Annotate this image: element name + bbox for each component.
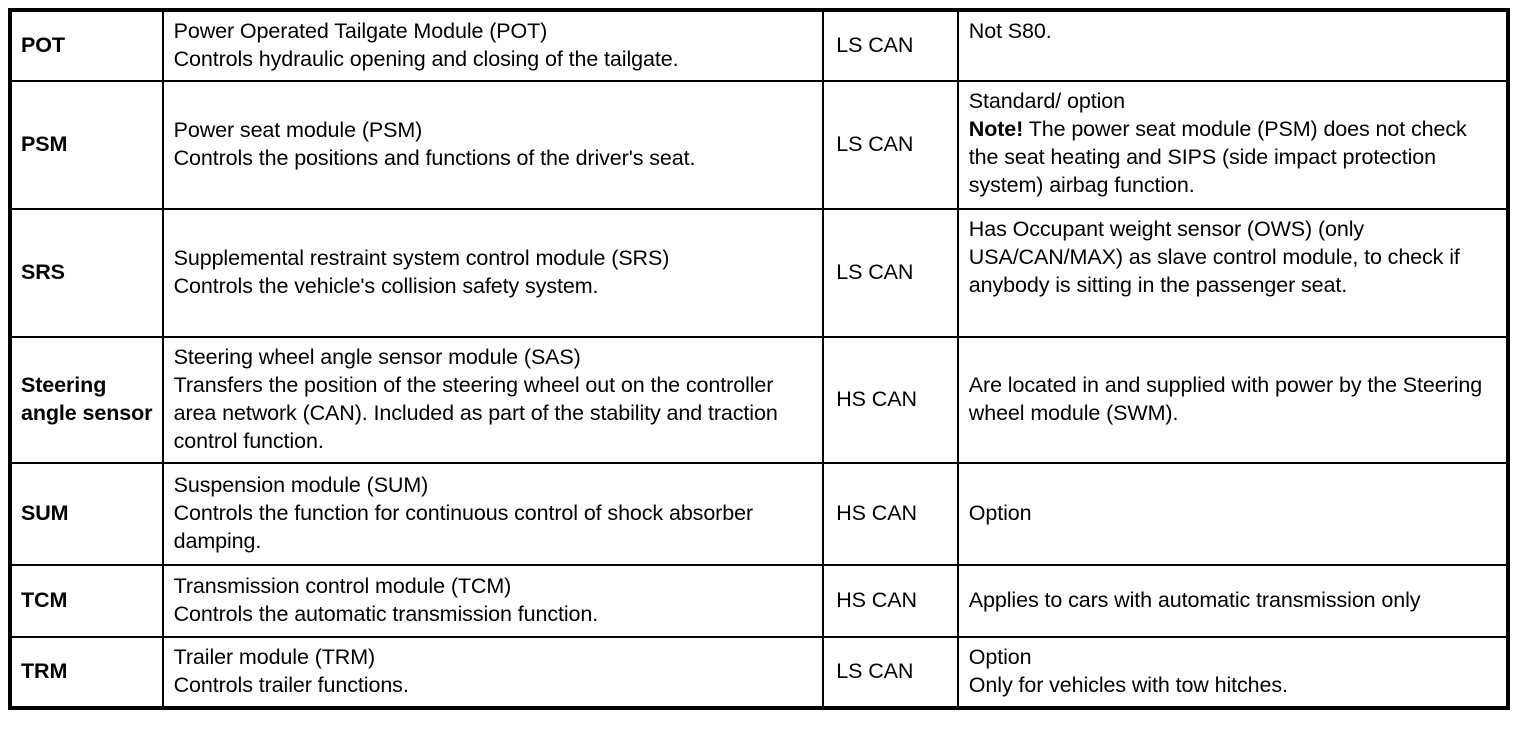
note-line-1: Applies to cars with automatic transmiss… [968, 587, 1421, 612]
cell-abbreviation: SRS [9, 207, 164, 338]
network-text: LS CAN [836, 131, 914, 156]
cell-description: Steering wheel angle sensor module (SAS)… [161, 335, 825, 464]
abbreviation-text: SRS [21, 259, 65, 284]
table-row: TRM Trailer module (TRM) Controls traile… [9, 635, 1510, 709]
description-line-1: Transmission control module (TCM) [173, 573, 512, 598]
network-text: HS CAN [836, 386, 917, 411]
abbreviation-text: PSM [21, 131, 68, 156]
description-line-1: Trailer module (TRM) [173, 644, 376, 669]
description-line-1: Supplemental restraint system control mo… [173, 245, 670, 270]
note-body: The power seat module (PSM) does not che… [968, 116, 1467, 197]
description-line-2: Controls trailer functions. [173, 672, 409, 697]
table-row: Steering angle sensor Steering wheel ang… [9, 335, 1510, 464]
network-text: HS CAN [836, 500, 917, 525]
description-line-2: Controls the function for continuous con… [173, 500, 754, 553]
cell-network: HS CAN [822, 461, 959, 566]
abbreviation-text: TRM [21, 658, 68, 683]
cell-abbreviation: TRM [9, 635, 164, 709]
cell-notes: Are located in and supplied with power b… [956, 335, 1510, 464]
table-body: POT Power Operated Tailgate Module (POT)… [9, 9, 1510, 709]
abbreviation-text: POT [21, 32, 65, 57]
note-line-2: Only for vehicles with tow hitches. [968, 672, 1288, 697]
cell-abbreviation: TCM [9, 563, 164, 638]
note-line-1: Has Occupant weight sensor (OWS) (only U… [968, 216, 1460, 297]
description-line-1: Power Operated Tailgate Module (POT) [173, 19, 548, 43]
description-line-2: Controls hydraulic opening and closing o… [173, 46, 679, 71]
network-text: LS CAN [836, 259, 914, 284]
cell-notes: Applies to cars with automatic transmiss… [956, 563, 1510, 638]
network-text: LS CAN [836, 658, 914, 683]
cell-description: Supplemental restraint system control mo… [161, 207, 825, 338]
description-line-2: Controls the automatic transmission func… [173, 601, 599, 626]
cell-notes: Not S80. [956, 9, 1510, 82]
abbreviation-text: TCM [21, 587, 68, 612]
abbreviation-text: Steering angle sensor [21, 372, 153, 425]
cell-description: Trailer module (TRM) Controls trailer fu… [161, 635, 825, 709]
network-text: HS CAN [836, 587, 917, 612]
cell-description: Suspension module (SUM) Controls the fun… [161, 461, 825, 566]
note-line-1: Option [968, 500, 1032, 525]
cell-description: Transmission control module (TCM) Contro… [161, 563, 825, 638]
cell-network: HS CAN [822, 563, 959, 638]
abbreviation-text: SUM [21, 500, 69, 525]
cell-abbreviation: SUM [9, 461, 164, 566]
description-line-1: Steering wheel angle sensor module (SAS) [173, 344, 581, 369]
description-line-2: Controls the vehicle's collision safety … [173, 273, 599, 298]
description-line-1: Power seat module (PSM) [173, 117, 423, 142]
cell-network: LS CAN [822, 635, 959, 709]
control-module-table: POT Power Operated Tailgate Module (POT)… [8, 8, 1510, 710]
note-line-1: Option [968, 644, 1032, 669]
table-row: POT Power Operated Tailgate Module (POT)… [9, 9, 1510, 82]
cell-notes: Option Only for vehicles with tow hitche… [956, 635, 1510, 709]
note-bold-label: Note! [968, 116, 1024, 141]
cell-network: LS CAN [822, 79, 959, 210]
table-row: TCM Transmission control module (TCM) Co… [9, 563, 1510, 638]
cell-abbreviation: Steering angle sensor [9, 335, 164, 464]
note-line-1: Not S80. [968, 19, 1052, 43]
description-line-2: Transfers the position of the steering w… [173, 372, 778, 453]
cell-abbreviation: POT [9, 9, 164, 82]
cell-notes: Has Occupant weight sensor (OWS) (only U… [956, 207, 1510, 338]
note-line-1: Are located in and supplied with power b… [968, 372, 1483, 425]
cell-network: HS CAN [822, 335, 959, 464]
cell-abbreviation: PSM [9, 79, 164, 210]
cell-network: LS CAN [822, 9, 959, 82]
table-row: PSM Power seat module (PSM) Controls the… [9, 79, 1510, 210]
cell-notes: Standard/ option Note! The power seat mo… [956, 79, 1510, 210]
table-row: SUM Suspension module (SUM) Controls the… [9, 461, 1510, 566]
network-text: LS CAN [836, 32, 914, 57]
cell-description: Power Operated Tailgate Module (POT) Con… [161, 9, 825, 82]
description-line-2: Controls the positions and functions of … [173, 145, 696, 170]
description-line-1: Suspension module (SUM) [173, 472, 429, 497]
cell-description: Power seat module (PSM) Controls the pos… [161, 79, 825, 210]
table-row: SRS Supplemental restraint system contro… [9, 207, 1510, 338]
note-paragraph: Note! The power seat module (PSM) does n… [969, 116, 1497, 200]
note-line-1: Standard/ option [968, 88, 1125, 113]
cell-notes: Option [956, 461, 1510, 566]
cell-network: LS CAN [822, 207, 959, 338]
